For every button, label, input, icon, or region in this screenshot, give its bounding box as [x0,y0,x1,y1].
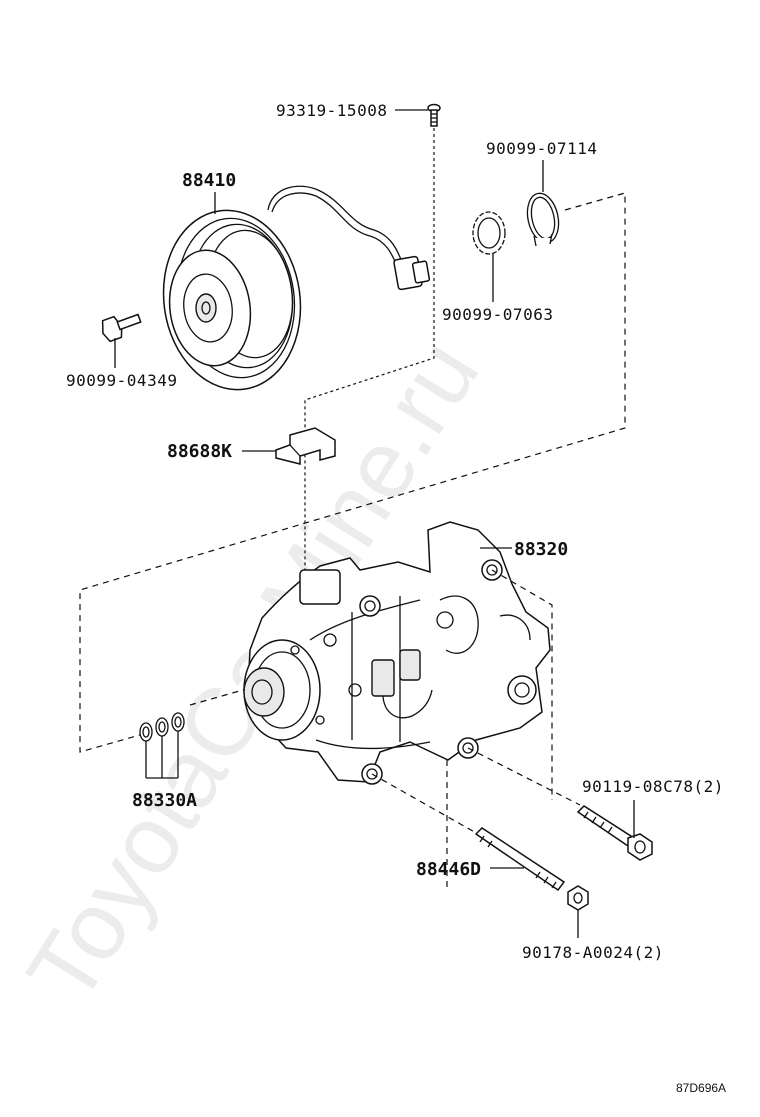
label-bracket: 88688K [167,441,232,462]
label-compressor: 88320 [514,539,568,560]
label-bolt-left: 90099-04349 [66,371,177,390]
bolt-90119-08C78[interactable] [576,805,653,861]
label-washer: 90099-07063 [442,305,553,324]
label-snap-ring: 90099-07114 [486,139,597,158]
label-screw-top: 93319-15008 [276,101,387,120]
label-stud: 88446D [416,859,481,880]
label-nut: 90178-A0024(2) [522,943,664,962]
washer-90099-07063[interactable] [472,211,506,255]
bolt-90099-04349[interactable] [99,313,142,343]
leader-shims [145,731,179,779]
compressor-88320[interactable] [243,521,551,785]
label-bolt-right: 90119-08C78(2) [582,777,724,796]
screw-alignment-line [304,128,435,580]
snap-ring-90099-07114[interactable] [523,190,563,247]
label-clutch-pulley: 88410 [182,170,236,191]
label-shims: 88330A [132,790,197,811]
assembly-outline [79,192,626,753]
stud-88446D[interactable] [474,827,566,892]
screw-93319-15008[interactable] [427,103,441,127]
nut-90178-A0024[interactable] [567,885,589,911]
drawing-code: 87D696A [676,1081,726,1095]
bracket-88688K[interactable] [275,427,336,465]
clutch-pulley-88410[interactable] [152,185,431,398]
mounting-lines [371,569,581,890]
